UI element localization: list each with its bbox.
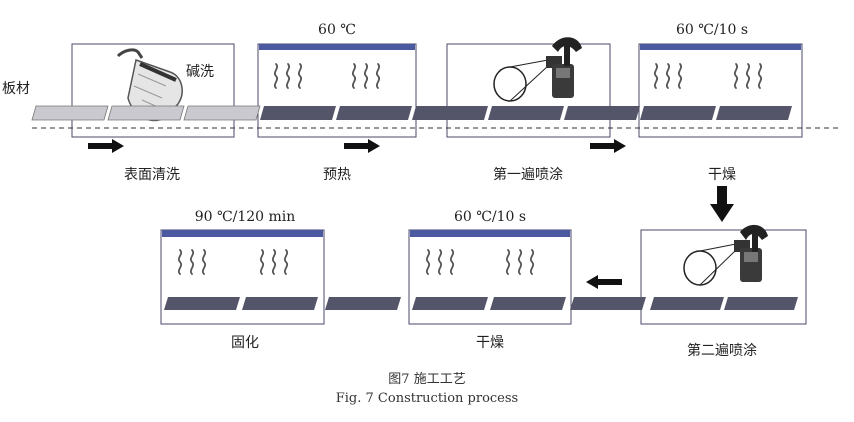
- plate-dark: [412, 297, 488, 310]
- preheat-header-bar: [259, 44, 415, 50]
- board-label: 板材: [2, 81, 30, 97]
- dry-top-box: [638, 43, 803, 138]
- heat-wave-icon: [757, 63, 763, 89]
- cure-header-bar: [162, 230, 323, 237]
- step-second-spray: 第二遍喷涂: [687, 343, 757, 359]
- step-dry-bottom: 干燥: [476, 335, 504, 351]
- bottom-conveyor: [164, 297, 798, 310]
- plate-dark: [260, 106, 336, 120]
- heat-wave-icon: [677, 63, 683, 89]
- step-preheat: 预热: [323, 167, 351, 183]
- heat-wave-icon: [201, 249, 207, 275]
- plate-dark: [164, 297, 240, 310]
- plate-light: [31, 105, 109, 121]
- arrow-right-icon: [344, 139, 380, 153]
- spray-bottle-icon: [116, 48, 183, 122]
- arrow-right-icon: [88, 139, 124, 153]
- plate-dark: [325, 297, 401, 310]
- plate-dark: [490, 297, 566, 310]
- heat-wave-icon: [653, 63, 659, 89]
- heat-wave-icon: [505, 249, 511, 275]
- cure-temp-label: 90 ℃/120 min: [194, 209, 296, 225]
- heat-wave-icon: [363, 63, 369, 89]
- dry-top-temp-label: 60 ℃/10 s: [675, 22, 749, 38]
- plate-dark: [412, 106, 488, 120]
- step-dry-top: 干燥: [708, 167, 736, 183]
- heat-wave-icon: [449, 249, 455, 275]
- heat-wave-icon: [745, 63, 751, 89]
- heat-wave-icon: [425, 249, 431, 275]
- heat-wave-icon: [285, 63, 291, 89]
- plate-dark: [640, 106, 716, 120]
- figure-caption-cn: 图7 施工工艺: [388, 372, 466, 387]
- step-cure: 固化: [231, 335, 259, 351]
- plate-light: [183, 105, 261, 121]
- heat-wave-icon: [273, 63, 279, 89]
- plate-dark: [716, 106, 792, 120]
- heat-wave-icon: [375, 63, 381, 89]
- heat-wave-icon: [437, 249, 443, 275]
- heat-wave-icon: [177, 249, 183, 275]
- dry-top-header-bar: [640, 44, 801, 50]
- plate-dark: [564, 106, 640, 120]
- heat-wave-icon: [665, 63, 671, 89]
- plate-dark: [570, 297, 646, 310]
- spray-gun-icon: [493, 37, 582, 102]
- heat-wave-icon: [733, 63, 739, 89]
- preheat-box: [257, 43, 417, 138]
- preheat-temp-label: 60 ℃: [318, 22, 356, 38]
- heat-wave-icon: [297, 63, 303, 89]
- arrow-right-icon: [590, 139, 626, 153]
- plate-dark: [488, 106, 564, 120]
- spray-gun-icon: [683, 224, 768, 286]
- plate-dark: [650, 297, 724, 310]
- plate-light: [107, 105, 185, 121]
- dry-bottom-temp-label: 60 ℃/10 s: [453, 209, 527, 225]
- heat-wave-icon: [529, 249, 535, 275]
- figure-caption-en: Fig. 7 Construction process: [335, 391, 519, 406]
- heat-wave-icon: [517, 249, 523, 275]
- arrow-down-icon: [710, 186, 734, 222]
- heat-wave-icon: [259, 249, 265, 275]
- alkali-wash-label: 碱洗: [186, 64, 214, 80]
- heat-wave-icon: [283, 249, 289, 275]
- plate-dark: [242, 297, 318, 310]
- plate-dark: [336, 106, 412, 120]
- step-first-spray: 第一遍喷涂: [493, 167, 563, 183]
- heat-wave-icon: [189, 249, 195, 275]
- top-conveyor: [31, 105, 792, 121]
- heat-wave-icon: [351, 63, 357, 89]
- first-spray-box: [446, 43, 611, 138]
- arrow-left-icon: [586, 275, 622, 289]
- step-surface-clean: 表面清洗: [124, 167, 180, 183]
- heat-wave-icon: [271, 249, 277, 275]
- heat-waves: [177, 63, 763, 275]
- dry-bottom-header-bar: [410, 230, 570, 237]
- plate-dark: [724, 297, 798, 310]
